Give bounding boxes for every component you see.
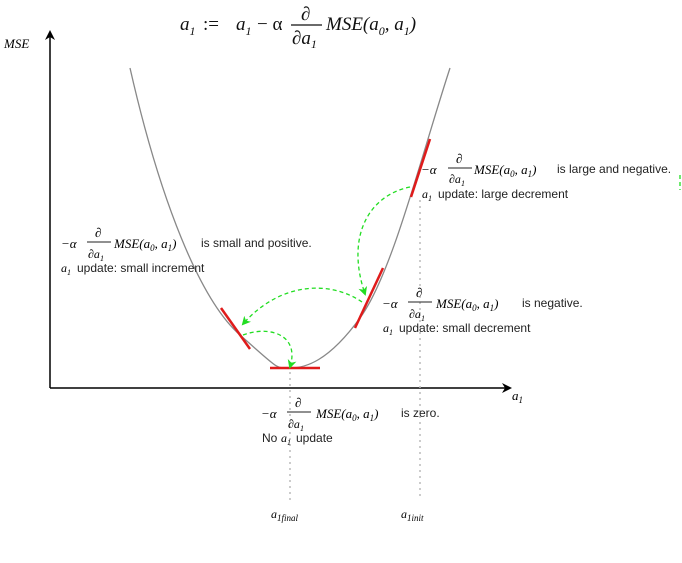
svg-text:−α: −α [421, 162, 438, 177]
title-assign: := [203, 14, 219, 35]
svg-text:update: small decrement: update: small decrement [399, 321, 531, 335]
svg-text:is small and positive.: is small and positive. [201, 236, 312, 250]
update-rule-equation: a1 := a1 − α ∂ ∂a1 MSE(a0, a1) [180, 4, 416, 51]
svg-text:∂a1: ∂a1 [288, 417, 304, 433]
svg-text:a1: a1 [61, 261, 71, 277]
svg-text:a1: a1 [281, 431, 291, 447]
svg-text:MSE(a0, a1): MSE(a0, a1) [315, 406, 378, 423]
svg-text:No: No [262, 431, 278, 445]
title-minus-alpha: − α [257, 14, 282, 35]
annotation-zero: −α ∂ ∂a1 MSE(a0, a1) is zero. No a1 upda… [261, 395, 440, 447]
y-axis-label: MSE [3, 36, 29, 51]
svg-text:is zero.: is zero. [401, 406, 440, 420]
annotation-negative: −α ∂ ∂a1 MSE(a0, a1) is negative. a1 upd… [382, 285, 583, 337]
svg-text:∂a1: ∂a1 [88, 247, 104, 263]
svg-text:−α: −α [261, 406, 278, 421]
svg-text:update: update [296, 431, 333, 445]
svg-text:∂: ∂ [295, 395, 301, 410]
title-fraction-numerator: ∂ [301, 4, 310, 25]
title-fraction-denominator: ∂a1 [292, 28, 317, 51]
svg-text:is negative.: is negative. [522, 296, 583, 310]
svg-text:∂: ∂ [416, 285, 422, 300]
step-arrow-1 [357, 186, 411, 296]
tangent-init [409, 138, 432, 198]
svg-text:MSE(a0, a1): MSE(a0, a1) [473, 162, 536, 179]
title-function: MSE(a0, a1) [325, 14, 416, 38]
annotation-large-negative: −α ∂ ∂a1 MSE(a0, a1) is large and negati… [421, 151, 671, 203]
x-axis-label: a1 [512, 388, 523, 405]
title-lhs: a1 [180, 14, 196, 38]
tangent-left [219, 307, 252, 350]
step-arrow-3 [242, 330, 297, 369]
tick-label-a1-init: a1init [401, 507, 424, 523]
svg-text:∂: ∂ [456, 151, 462, 166]
svg-text:MSE(a0, a1): MSE(a0, a1) [435, 296, 498, 313]
tangent-mid [353, 267, 385, 329]
svg-text:−α: −α [382, 296, 399, 311]
svg-text:−α: −α [61, 236, 78, 251]
svg-text:a1: a1 [383, 321, 393, 337]
svg-text:update: large decrement: update: large decrement [438, 187, 569, 201]
annotation-small-positive: −α ∂ ∂a1 MSE(a0, a1) is small and positi… [61, 225, 312, 277]
axes: MSE a1 [3, 30, 523, 405]
svg-text:∂a1: ∂a1 [409, 307, 425, 323]
tick-label-a1-final: a1final [271, 507, 299, 523]
step-arrow-2 [241, 287, 363, 326]
svg-text:∂: ∂ [95, 225, 101, 240]
svg-text:a1: a1 [422, 187, 432, 203]
svg-text:is large and negative.: is large and negative. [557, 162, 671, 176]
title-term1: a1 [236, 14, 252, 38]
svg-text:∂a1: ∂a1 [449, 172, 465, 188]
svg-text:MSE(a0, a1): MSE(a0, a1) [113, 236, 176, 253]
svg-text:update: small increment: update: small increment [77, 261, 205, 275]
